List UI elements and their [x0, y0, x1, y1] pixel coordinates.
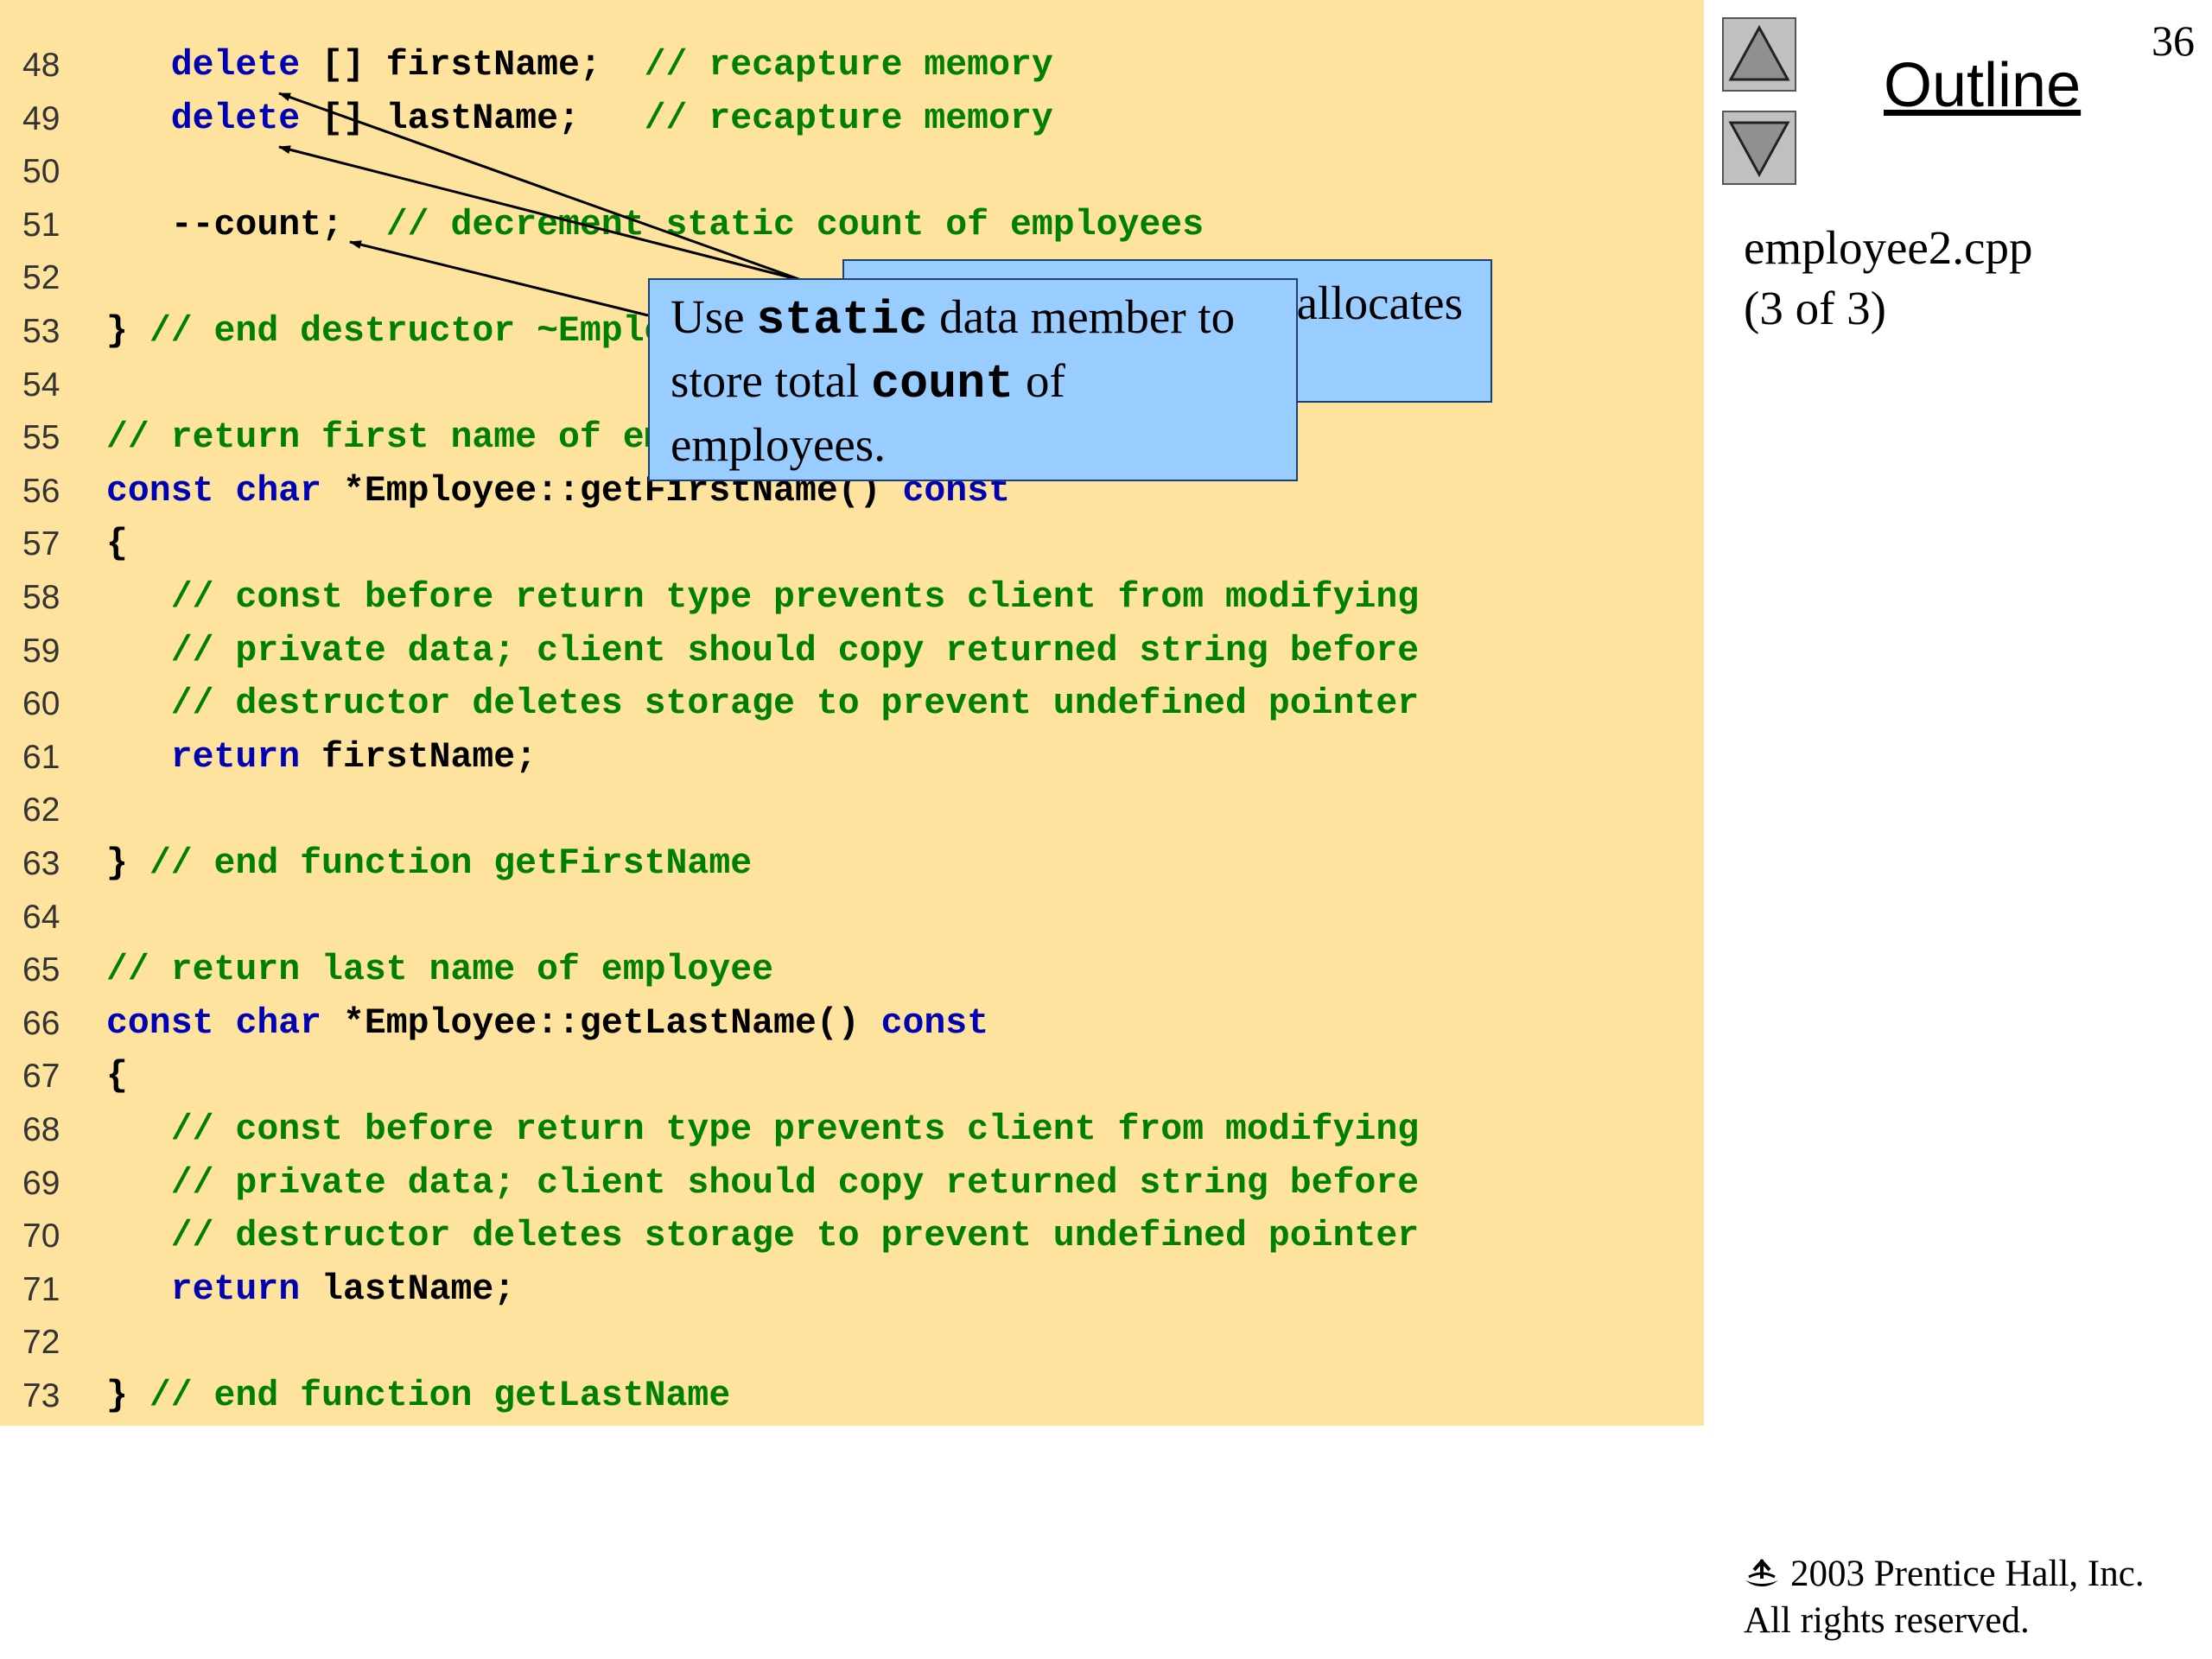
line-number: 51: [22, 206, 60, 244]
next-slide-button[interactable]: [1722, 111, 1796, 185]
line-number: 69: [22, 1164, 60, 1202]
code-token: firstName;: [300, 736, 537, 778]
code-token: *Employee::getLastName(): [321, 1002, 881, 1044]
file-label: employee2.cpp (3 of 3): [1744, 218, 2032, 339]
line-number: 63: [22, 845, 60, 882]
code-comment: // recapture memory: [644, 45, 1053, 86]
code-keyword: char: [235, 1002, 322, 1044]
line-number: 65: [22, 951, 60, 989]
code-token: [] lastName;: [300, 98, 645, 139]
code-text: delete [] firstName; // recapture memory: [106, 40, 1053, 92]
code-token: {: [106, 524, 128, 565]
code-comment: // return last name of employee: [106, 950, 774, 991]
code-comment: // recapture memory: [644, 98, 1053, 139]
line-number: 50: [22, 153, 60, 191]
code-token: }: [106, 843, 149, 884]
arrow-to-delete-lastname: [278, 145, 804, 283]
code-text: } // end function getFirstName: [106, 838, 752, 890]
line-number: 59: [22, 632, 60, 670]
line-number: 56: [22, 472, 60, 510]
line-number: 61: [22, 738, 60, 776]
code-token: lastName;: [300, 1268, 516, 1310]
line-number: 53: [22, 313, 60, 350]
code-text: // private data; client should copy retu…: [106, 1158, 1419, 1210]
callout-line-3: employees.: [671, 418, 886, 471]
code-comment: // const before return type prevents cli…: [170, 1109, 1420, 1150]
line-number: 48: [22, 47, 60, 84]
code-token: --count;: [106, 204, 386, 245]
file-part: (3 of 3): [1744, 282, 1886, 334]
line-number: 67: [22, 1058, 60, 1096]
line-number: 62: [22, 791, 60, 830]
outline-link[interactable]: Outline: [1884, 51, 2082, 120]
callout-line-2: store total count of: [671, 354, 1065, 411]
line-number: 54: [22, 365, 60, 404]
triangle-down-icon: [1728, 121, 1790, 178]
code-keyword: const: [106, 470, 214, 512]
code-keyword: const: [880, 1002, 989, 1044]
line-number: 68: [22, 1111, 60, 1148]
page-number: 36: [2152, 16, 2195, 65]
code-keyword: return: [170, 1268, 301, 1310]
line-number: 71: [22, 1270, 60, 1308]
code-text: {: [106, 1051, 128, 1103]
code-text: --count; // decrement static count of em…: [106, 200, 1204, 251]
arrow-to-delete-firstname: [278, 92, 804, 283]
code-text: delete [] lastName; // recapture memory: [106, 93, 1053, 145]
code-comment: // decrement static count of employees: [385, 204, 1205, 245]
arrow-to-count: [349, 240, 649, 317]
callout-arrows: [278, 92, 804, 317]
code-text: // const before return type prevents cli…: [106, 572, 1419, 624]
line-number: 72: [22, 1324, 60, 1362]
code-token: }: [106, 1376, 149, 1416]
callout-line-1: Use static data member to: [671, 290, 1236, 347]
code-keyword: const: [106, 1002, 214, 1044]
code-comment: // private data; client should copy retu…: [170, 630, 1420, 671]
callout-static-count-note: Use static data member to store total co…: [648, 278, 1298, 481]
line-number: 73: [22, 1377, 60, 1414]
callout-delete-note-text: allocates: [1296, 276, 1463, 329]
code-keyword: delete: [170, 45, 301, 86]
line-number: 57: [22, 525, 60, 563]
previous-slide-button[interactable]: [1722, 17, 1796, 92]
prentice-hall-logo-icon: [1745, 1559, 1778, 1586]
code-text: // private data; client should copy retu…: [106, 626, 1419, 677]
line-number: 52: [22, 259, 60, 297]
copyright: 2003 Prentice Hall, Inc. All rights rese…: [1744, 1551, 2145, 1644]
code-text: // destructor deletes storage to prevent…: [106, 678, 1419, 730]
code-text: return lastName;: [106, 1264, 515, 1316]
code-comment: // end function getFirstName: [149, 843, 753, 884]
code-token: }: [106, 311, 149, 352]
line-number: 49: [22, 99, 60, 137]
code-keyword: char: [235, 470, 322, 512]
code-panel: 48 delete [] firstName; // recapture mem…: [0, 0, 1704, 1426]
code-keyword: return: [170, 736, 301, 778]
triangle-up-icon: [1728, 24, 1790, 81]
code-text: const char *Employee::getLastName() cons…: [106, 998, 988, 1050]
line-number: 55: [22, 419, 60, 457]
code-text: // destructor deletes storage to prevent…: [106, 1211, 1419, 1262]
line-number: 66: [22, 1004, 60, 1042]
code-text: } // end function getLastName: [106, 1370, 730, 1422]
code-token: [] firstName;: [300, 45, 645, 86]
code-comment: // destructor deletes storage to prevent…: [170, 683, 1420, 725]
code-keyword: delete: [170, 98, 301, 139]
line-number: 64: [22, 898, 60, 936]
copyright-line-2: All rights reserved.: [1744, 1600, 2030, 1641]
copyright-line-1: 2003 Prentice Hall, Inc.: [1744, 1551, 2145, 1598]
code-comment: // end function getLastName: [149, 1376, 731, 1416]
line-number: 60: [22, 685, 60, 723]
code-token: {: [106, 1056, 128, 1097]
code-text: // const before return type prevents cli…: [106, 1104, 1419, 1156]
code-comment: // destructor deletes storage to prevent…: [170, 1216, 1420, 1257]
file-name: employee2.cpp: [1744, 221, 2033, 274]
code-text: // return last name of employee: [106, 944, 773, 996]
line-number: 58: [22, 579, 60, 616]
code-text: {: [106, 518, 128, 570]
code-text: return firstName;: [106, 732, 537, 784]
code-comment: // private data; client should copy retu…: [170, 1162, 1420, 1204]
line-number: 70: [22, 1217, 60, 1255]
code-comment: // const before return type prevents cli…: [170, 577, 1420, 618]
